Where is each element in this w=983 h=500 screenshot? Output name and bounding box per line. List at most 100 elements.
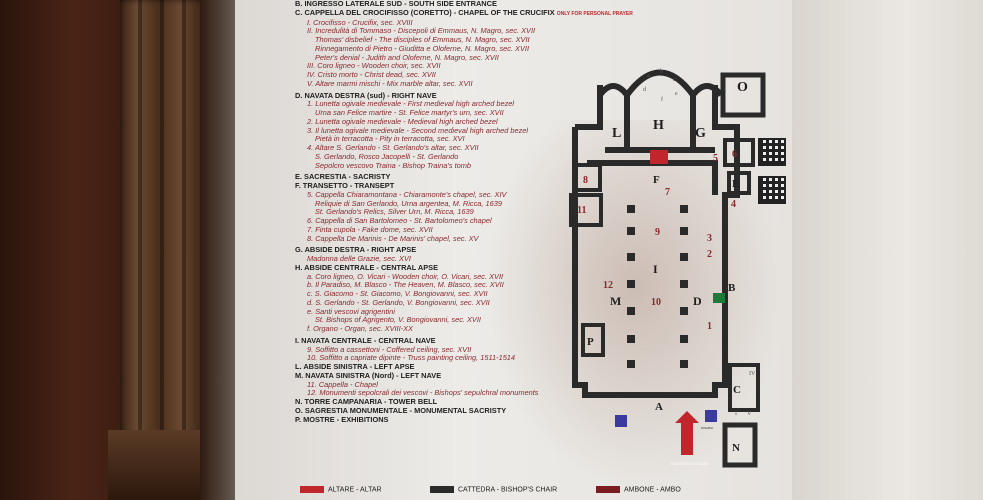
roman-iv: IV (749, 371, 756, 377)
plan-number-3: 3 (707, 233, 712, 244)
floor-plan: O L H G F E I M D B C P A N 5 6 8 4 11 9… (569, 69, 766, 468)
plan-label-n: N (732, 442, 740, 454)
legend-heading: E. SACRESTIA - SACRISTY (295, 172, 391, 182)
apse-letter-e: e (675, 91, 678, 97)
roman-i: I (735, 411, 737, 417)
legend-heading: N. TORRE CAMPANARIA - TOWER BELL (295, 397, 438, 406)
plan-number-2: 2 (707, 249, 712, 260)
plan-label-i: I (653, 262, 658, 276)
plan-label-b: B (728, 282, 736, 294)
wheelchair-icon (615, 415, 627, 427)
white-wall (790, 0, 983, 500)
legend-item: Rinnegamento di Pietro - Giuditta e Olof… (315, 43, 530, 53)
plan-label-m: M (610, 294, 621, 308)
legend-item: I. Crocifisso - Crucifix, sec. XVIII (307, 17, 413, 27)
plan-number-10: 10 (651, 297, 661, 308)
plan-chapel-room (723, 138, 755, 167)
legend-item: 10. Soffitto a capriate dipinte - Truss … (307, 353, 516, 363)
key-swatch (596, 486, 620, 493)
plan-sacristy-e (727, 171, 751, 195)
plan-chapel-c (728, 363, 760, 412)
apse-letter-a: a (647, 73, 650, 79)
qr-code-icon (758, 138, 786, 166)
legend-item: 7. Finta cupola - Fake dome, sec. XVII (307, 224, 433, 234)
plan-sacristy-room (720, 72, 766, 118)
legend-item: f. Organo - Organ, sec. XVIII-XX (307, 324, 413, 333)
legend-item: 11. Cappella - Chapel (307, 379, 378, 389)
legend-item: a. Coro ligneo, O. Vicari - Wooden choir… (307, 271, 504, 281)
key-altar: ALTARE - ALTAR (300, 486, 382, 493)
legend-item: c. S. Giacomo - St. Giacomo, V. Bongiova… (307, 289, 488, 298)
apse-letter-c: c (673, 77, 676, 83)
legend-item: Peter's denial - Judith and Oloferne, N.… (315, 52, 499, 62)
plan-altar (650, 150, 668, 164)
plan-number-5: 5 (713, 153, 718, 164)
legend-heading: O. SAGRESTIA MONUMENTALE - MONUMENTAL SA… (295, 405, 507, 415)
legend-heading: L. ABSIDE SINISTRA - LEFT APSE (295, 362, 415, 371)
legend-item: 8. Cappella De Marinis - De Marinis' cha… (307, 233, 479, 243)
plan-label-p: P (587, 336, 594, 348)
legend-item: III. Coro ligneo - Wooden choir, sec. XV… (307, 61, 441, 71)
plan-label-d: D (693, 294, 702, 308)
key-ambo: AMBONE - AMBO (596, 486, 681, 493)
plan-number-7: 7 (665, 187, 670, 198)
marker-disabled: DISABILI (701, 426, 714, 430)
plan-exhibitions (581, 323, 605, 357)
qr-code-icon (758, 176, 786, 204)
legend-item: 1. Lunetta ogivale medievale - First med… (307, 99, 515, 109)
plan-pillars (627, 205, 688, 368)
plan-number-1: 1 (707, 321, 712, 332)
legend-item: Sepolcro vescovo Traina - Bishop Traina'… (315, 160, 471, 170)
legend-list: B. INGRESSO LATERALE SUD - SOUTH SIDE EN… (295, 0, 633, 424)
entrance-arrow-icon (675, 411, 699, 455)
legend-heading: B. INGRESSO LATERALE SUD - SOUTH SIDE EN… (295, 0, 497, 8)
legend-item: 2. Lunetta ogivale medievale - Medieval … (307, 116, 498, 126)
legend-item: d. S. Gerlando - St. Gerlando, V. Bongio… (307, 297, 490, 307)
church-guide-poster: B. INGRESSO LATERALE SUD - SOUTH SIDE EN… (235, 0, 792, 500)
plan-label-f: F (653, 174, 660, 186)
roman-v: V (747, 411, 752, 417)
legend-item: b. Il Paradiso, M. Blasco - The Heaven, … (307, 280, 504, 290)
plan-label-l: L (612, 126, 621, 141)
legend-item: V. Altare marmi mischi - Mix marble alta… (307, 78, 473, 88)
plan-label-a: A (655, 401, 663, 413)
legend-heading: G. ABSIDE DESTRA - RIGHT APSE (295, 245, 417, 255)
legend-heading: F. TRANSETTO - TRANSEPT (295, 181, 395, 190)
plan-label-e: E (732, 178, 739, 190)
key-swatch (300, 486, 324, 493)
legend-item: Pietà in terracotta - Pity in terracotta… (315, 134, 465, 144)
pillar-flute (160, 0, 164, 500)
pillar-flute (138, 0, 142, 500)
legend-item: Reliquie di San Gerlando, Urna argentea,… (315, 198, 502, 208)
legend-tag: ONLY FOR PERSONAL PRAYER (556, 10, 633, 17)
wooden-pillar (120, 0, 206, 500)
legend-item: 5. Cappella Chiaramontana - Chiaramonte'… (307, 189, 507, 199)
legend-item: Thomas' disbelief - The disciples of Emm… (315, 35, 530, 44)
key-bishops-chair: CATTEDRA - BISHOP'S CHAIR (430, 486, 557, 493)
wheelchair-icon (705, 410, 717, 422)
legend-item: e. Santi vescovi agrigentini (307, 306, 395, 316)
key-swatch (430, 486, 454, 493)
legend-heading: M. NAVATA SINISTRA (Nord) - LEFT NAVE (295, 370, 442, 380)
legend-item: S. Gerlando, Rosco Jacopelli - St. Gerla… (315, 151, 459, 161)
plan-chapel-11 (569, 193, 603, 227)
plan-number-8: 8 (583, 175, 588, 186)
legend-item: 3. Il lunetta ogivale medievale - Second… (307, 125, 529, 135)
plan-label-o: O (737, 80, 748, 95)
plan-number-11: 11 (577, 205, 586, 216)
plan-label-c: C (733, 384, 741, 396)
plan-walls (572, 69, 740, 398)
legend-item: IV. Cristo morto - Christ dead, sec. XVI… (307, 70, 436, 79)
plan-number-6: 6 (732, 149, 737, 160)
plan-number-9: 9 (655, 227, 660, 238)
legend-item: II. Incredulità di Tommaso - Discepoli d… (307, 26, 536, 36)
legend-item: St. Bishops of Agrigento, V. Bongiovanni… (315, 315, 481, 325)
plan-chapel-8 (573, 163, 602, 192)
plan-number-12: 12 (603, 280, 613, 291)
pillar-flute (182, 0, 186, 500)
legend-item: 4. Altare S. Gerlando - St. Gerlando's a… (307, 143, 479, 152)
plan-label-g: G (695, 126, 706, 141)
legend-item: 12. Monumenti sepolcrali dei vescovi - B… (307, 388, 539, 398)
legend-item: 9. Soffitto a cassettoni - Coffered ceil… (307, 344, 472, 354)
legend-item: Urna san Felice martire - St. Felice mar… (315, 108, 504, 117)
